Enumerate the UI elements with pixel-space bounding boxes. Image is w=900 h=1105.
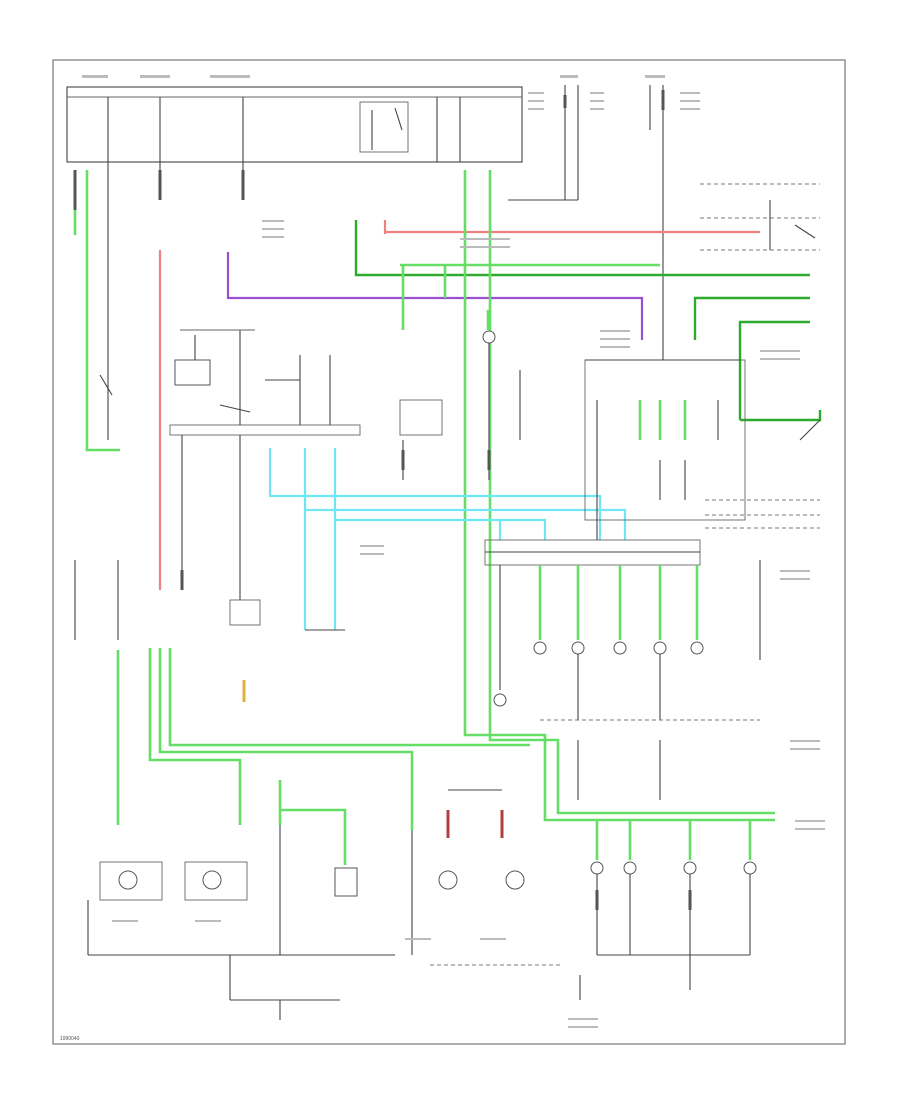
left-switch bbox=[74, 170, 119, 640]
right-bulb-row bbox=[493, 565, 760, 800]
combination-switch-bar bbox=[484, 539, 701, 566]
rear-combination-lamps bbox=[411, 789, 581, 1000]
center-lamps bbox=[399, 330, 521, 480]
fuse-junction-block bbox=[66, 86, 523, 170]
cyan-harness bbox=[268, 448, 627, 631]
middle-components bbox=[169, 329, 361, 626]
label-placeholders bbox=[82, 75, 825, 1028]
top-right-switch bbox=[700, 183, 820, 251]
red-wire-run bbox=[158, 220, 760, 590]
bottom-left-lamps bbox=[87, 825, 395, 1020]
right-module bbox=[584, 359, 821, 660]
bottom-left-green-bundle bbox=[116, 648, 530, 865]
dark-green-harness bbox=[354, 220, 822, 422]
diagram-frame bbox=[52, 59, 846, 1045]
diagram-footer-code: 1990040 bbox=[60, 1036, 80, 1042]
purple-wire-run bbox=[226, 252, 644, 340]
rear-bulb-row bbox=[590, 820, 757, 990]
top-right-fuse-rails bbox=[508, 85, 664, 360]
dark-wire-segments bbox=[73, 90, 692, 910]
